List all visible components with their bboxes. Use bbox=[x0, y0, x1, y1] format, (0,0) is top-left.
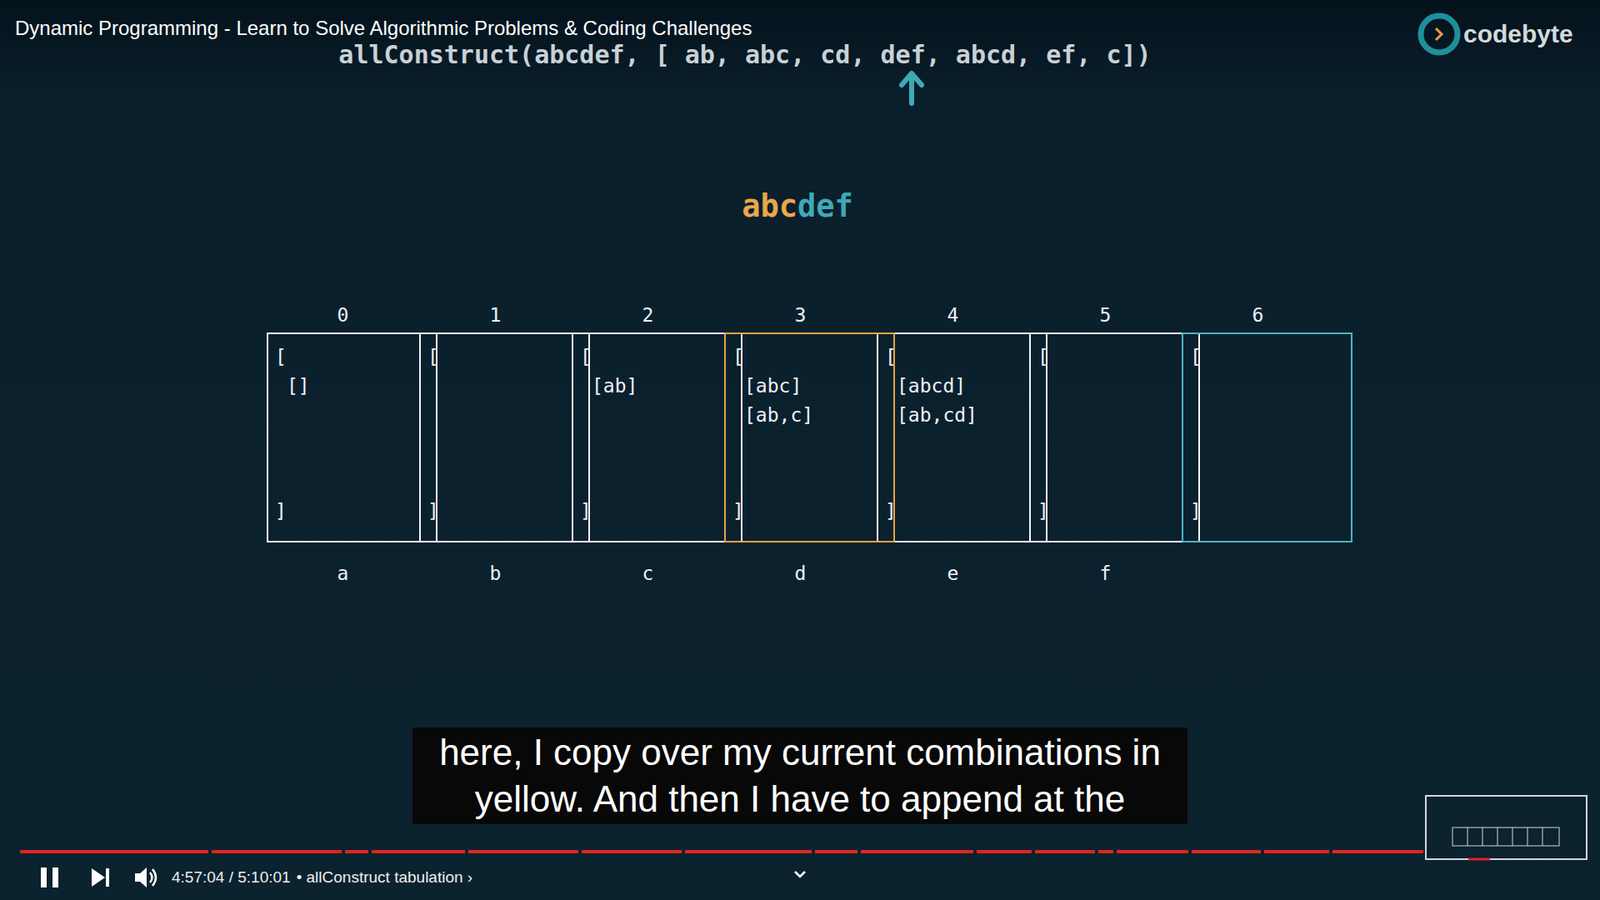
chevron-icon bbox=[795, 871, 805, 877]
subtitle: here, I copy over my current combination… bbox=[412, 727, 1188, 825]
combination: [ab,cd] bbox=[896, 400, 1040, 430]
pause-icon bbox=[40, 867, 59, 888]
logo-text: codebyte bbox=[1463, 20, 1574, 49]
dp-table: [[]][][[ab]][[abc][ab,c]][[abcd][ab,cd]]… bbox=[266, 332, 1335, 543]
function-call: allConstruct(abcdef, [ ab, abc, cd, def,… bbox=[338, 40, 1151, 70]
bracket: [ bbox=[1190, 342, 1345, 372]
bracket: ] bbox=[275, 496, 430, 526]
bracket: [ bbox=[1037, 342, 1192, 372]
letter: f bbox=[1100, 562, 1112, 585]
time-row: 4:57:04 / 5:10:01 • allConstruct tabulati… bbox=[171, 868, 473, 887]
preview-thumbnail bbox=[1425, 795, 1587, 860]
table-cell: [] bbox=[419, 332, 590, 543]
combination: [] bbox=[286, 371, 430, 401]
letter: c bbox=[642, 562, 655, 585]
letter: d bbox=[795, 562, 807, 585]
index-number: 1 bbox=[490, 304, 502, 326]
bracket: [ bbox=[580, 342, 735, 372]
table-cell: [[]] bbox=[266, 332, 438, 543]
combination: [abc] bbox=[744, 371, 887, 401]
bracket: [ bbox=[885, 342, 1040, 372]
index-number: 2 bbox=[642, 304, 655, 326]
remaining-suffix: def bbox=[797, 188, 854, 225]
letter: b bbox=[490, 562, 502, 585]
bracket: ] bbox=[580, 496, 735, 526]
letter: e bbox=[947, 562, 960, 585]
chapter-title: • allConstruct tabulation › bbox=[296, 868, 474, 887]
next-icon bbox=[91, 868, 110, 887]
target-word: abcdef bbox=[741, 188, 854, 225]
combination: [ab] bbox=[591, 371, 735, 401]
bracket: [ bbox=[732, 342, 887, 372]
bracket: ] bbox=[1190, 496, 1345, 526]
index-number: 6 bbox=[1252, 304, 1265, 326]
bracket: [ bbox=[427, 342, 582, 372]
logo-mark bbox=[1420, 15, 1458, 53]
consumed-prefix: abc bbox=[741, 188, 798, 225]
pointer-arrow bbox=[901, 73, 922, 104]
bracket: ] bbox=[732, 496, 887, 526]
index-number: 5 bbox=[1100, 304, 1112, 326]
index-number: 0 bbox=[337, 304, 350, 326]
table-cell: [] bbox=[1181, 332, 1353, 543]
table-cell: [[abc][ab,c]] bbox=[724, 332, 895, 543]
combination: [abcd] bbox=[896, 371, 1040, 401]
table-cell: [[abcd][ab,cd]] bbox=[876, 332, 1048, 543]
time-display: 4:57:04 / 5:10:01 bbox=[171, 868, 291, 887]
volume-icon bbox=[135, 867, 156, 888]
index-number: 4 bbox=[947, 304, 960, 326]
combination: [ab,c] bbox=[744, 400, 887, 430]
bracket: ] bbox=[1037, 496, 1192, 526]
table-cell: [[ab]] bbox=[571, 332, 743, 543]
video-title: Dynamic Programming - Learn to Solve Alg… bbox=[15, 16, 752, 40]
table-cell: [] bbox=[1029, 332, 1200, 543]
progress-bar bbox=[20, 849, 1424, 855]
letter: a bbox=[337, 562, 350, 585]
bracket: ] bbox=[427, 496, 582, 526]
bracket: [ bbox=[275, 342, 430, 372]
bracket: ] bbox=[885, 496, 1040, 526]
index-number: 3 bbox=[795, 304, 807, 326]
